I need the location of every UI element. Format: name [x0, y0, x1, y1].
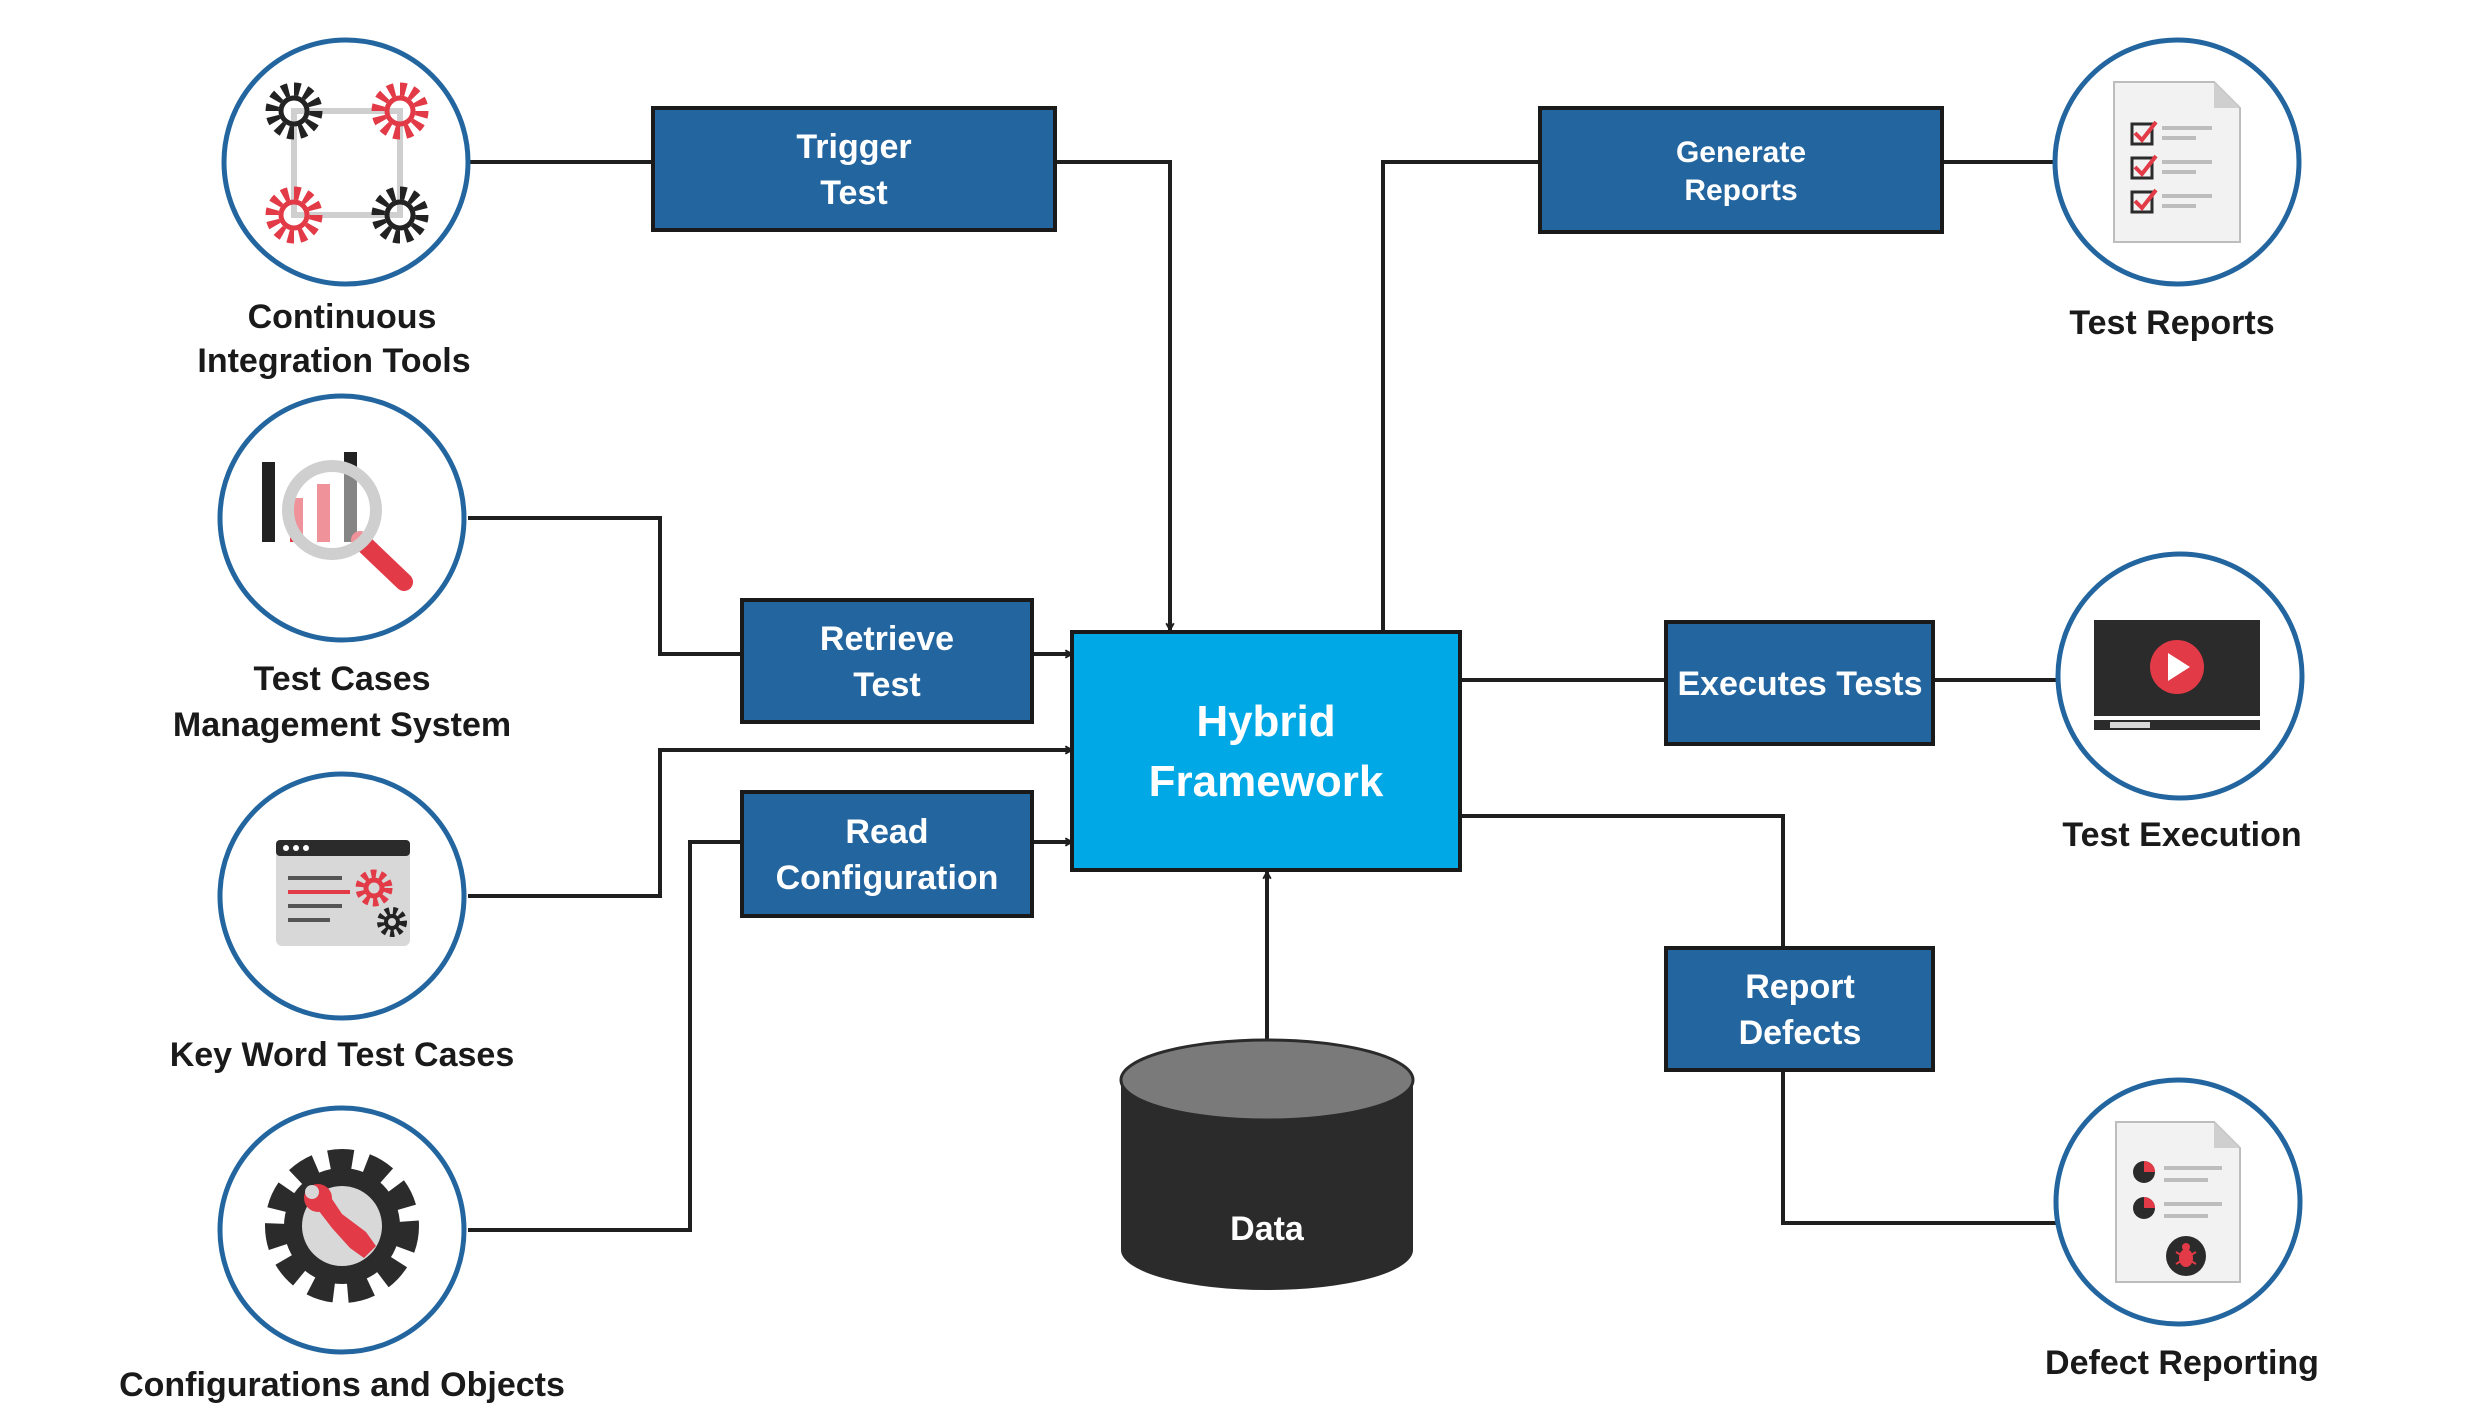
key-word-test-cases-label: Key Word Test Cases — [170, 1036, 515, 1074]
test-cases-management-label-line1: Test Cases — [253, 660, 430, 698]
edge-trigger-to-framework — [1055, 160, 1170, 630]
data-database: Data — [1119, 1038, 1415, 1290]
test-execution-node: Test Execution — [2055, 551, 2305, 854]
continuous-integration-label-line1: Continuous — [248, 298, 437, 336]
generate-reports-line1: Generate — [1676, 136, 1806, 169]
edge-config-to-read — [468, 840, 742, 1232]
gears-network-icon — [265, 82, 429, 244]
edge-report-to-defects — [1781, 1070, 2063, 1223]
continuous-integration-label-line2: Integration Tools — [197, 342, 470, 380]
report-defects-box: Report Defects — [1664, 946, 1935, 1072]
test-cases-management-node: Test Cases Management System — [173, 393, 511, 744]
connectors — [468, 160, 2065, 1232]
read-configuration-line1: Read — [845, 813, 928, 851]
read-configuration-box: Read Configuration — [740, 790, 1034, 918]
configurations-objects-node: Configurations and Objects — [119, 1105, 565, 1404]
trigger-test-box: Trigger Test — [651, 106, 1057, 232]
hybrid-framework-line2: Framework — [1149, 757, 1384, 806]
defect-reporting-node: Defect Reporting — [2045, 1077, 2319, 1382]
hybrid-framework-box: Hybrid Framework — [1070, 630, 1462, 872]
trigger-test-line2: Test — [820, 174, 887, 212]
data-label: Data — [1230, 1210, 1305, 1248]
configurations-objects-label: Configurations and Objects — [119, 1366, 565, 1404]
generate-reports-box: Generate Reports — [1538, 106, 1944, 234]
edge-framework-to-generate — [1381, 160, 1540, 630]
retrieve-test-box: Retrieve Test — [740, 598, 1034, 724]
video-player-icon — [2094, 620, 2260, 730]
test-execution-label: Test Execution — [2062, 816, 2301, 854]
retrieve-test-line2: Test — [853, 666, 920, 704]
chart-magnifier-icon — [262, 452, 413, 591]
test-cases-management-label-line2: Management System — [173, 706, 511, 744]
executes-tests-label: Executes Tests — [1677, 665, 1922, 703]
retrieve-test-line1: Retrieve — [820, 620, 954, 658]
report-defects-line1: Report — [1745, 968, 1855, 1006]
gear-wrench-icon — [265, 1149, 419, 1303]
edge-framework-to-report — [1460, 814, 1785, 948]
trigger-test-line1: Trigger — [796, 128, 911, 166]
edge-tcms-to-retrieve — [468, 516, 742, 656]
checklist-document-icon — [2113, 81, 2241, 243]
executes-tests-box: Executes Tests — [1664, 620, 1935, 746]
test-reports-node: Test Reports — [2052, 37, 2302, 342]
read-configuration-line2: Configuration — [776, 859, 999, 897]
continuous-integration-node: Continuous Integration Tools — [197, 37, 471, 380]
hybrid-framework-line1: Hybrid — [1196, 697, 1335, 746]
edge-keyword-to-framework — [468, 750, 1072, 898]
defect-reporting-label: Defect Reporting — [2045, 1344, 2319, 1382]
report-defects-line2: Defects — [1739, 1014, 1862, 1052]
generate-reports-line2: Reports — [1684, 174, 1797, 207]
bug-document-icon — [2115, 1121, 2241, 1283]
test-reports-label: Test Reports — [2069, 304, 2274, 342]
browser-gear-icon — [276, 840, 410, 946]
key-word-test-cases-node: Key Word Test Cases — [170, 771, 515, 1074]
